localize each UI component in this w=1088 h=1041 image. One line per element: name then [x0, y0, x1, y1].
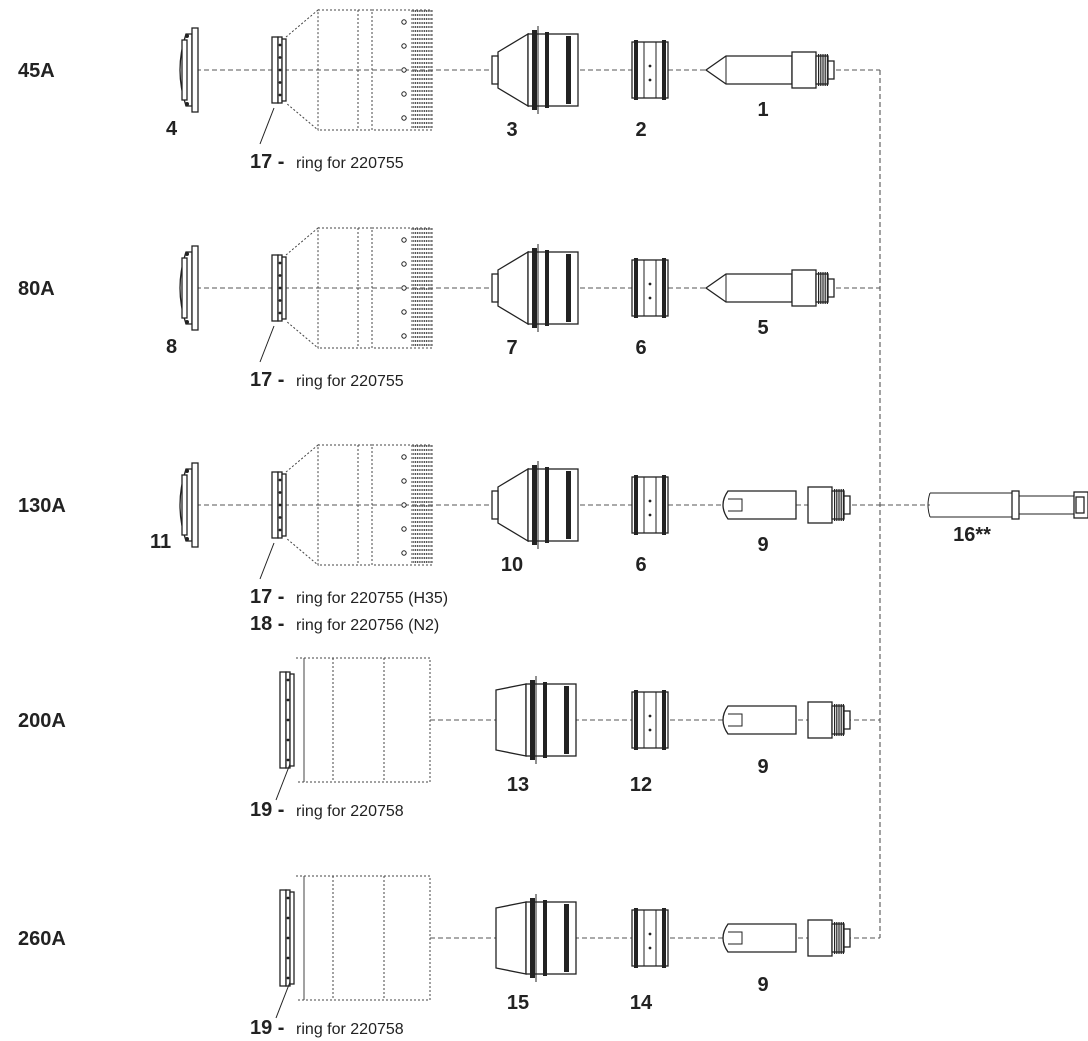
electrode-icon — [704, 269, 835, 307]
ring-number: 17 — [250, 369, 272, 391]
cap-icon — [179, 462, 199, 548]
current-label: 80A — [18, 278, 55, 300]
part-number-shield: 7 — [506, 337, 517, 359]
ring-leader-line — [275, 763, 291, 801]
retaining-cup-icon — [279, 875, 431, 1001]
ring-description: ring for 220755 — [296, 155, 404, 172]
ring-description: ring for 220758 — [296, 803, 404, 820]
part-number-swirl: 12 — [630, 774, 652, 796]
swirl-ring-icon — [631, 475, 669, 535]
cap-icon — [179, 27, 199, 113]
part-number-shield: 3 — [506, 119, 517, 141]
torch-row: 45A 4 3 2 1 17 - ring for 220755 — [18, 8, 880, 173]
torch-row: 200A 13 12 9 19 - ring for 220758 — [18, 657, 880, 821]
ring-number: 19 — [250, 1017, 272, 1039]
part-number-swirl: 6 — [635, 554, 646, 576]
part-number-electrode: 9 — [757, 756, 768, 778]
torch-row: 80A 8 7 6 5 17 - ring for 220755 — [18, 226, 880, 391]
swirl-ring-icon — [631, 690, 669, 750]
part-number-electrode: 1 — [757, 99, 768, 121]
shield-cap-icon — [491, 244, 579, 332]
part-number-shield: 13 — [507, 774, 529, 796]
ring-leader-line — [259, 325, 275, 363]
retaining-cup-icon — [271, 226, 433, 350]
ring-description: ring for 220758 — [296, 1021, 404, 1038]
torch-label: 16** — [953, 524, 991, 546]
part-number-cap: 11 — [150, 531, 171, 553]
ring-description: ring for 220755 (H35) — [296, 590, 448, 607]
shield-cap-icon — [491, 461, 579, 549]
part-number-shield: 10 — [501, 554, 523, 576]
torch-row: 260A 15 14 9 19 - ring for 220758 — [18, 875, 880, 1039]
shield-cap-icon — [491, 26, 579, 114]
ring-callout: 19 - ring for 220758 — [250, 1017, 404, 1039]
electrode-icon — [722, 919, 851, 957]
ring-separator: - — [272, 586, 290, 608]
ring-description: ring for 220755 — [296, 373, 404, 390]
part-number-swirl: 2 — [635, 119, 646, 141]
ring-leader-line — [259, 542, 275, 580]
swirl-ring-icon — [631, 258, 669, 318]
current-label: 200A — [18, 710, 66, 732]
shield-cap-icon — [495, 894, 577, 982]
ring-number: 17 — [250, 151, 272, 173]
part-number-swirl: 14 — [630, 992, 653, 1014]
current-label: 45A — [18, 60, 55, 82]
part-number-electrode: 9 — [757, 534, 768, 556]
ring-callout: 17 - ring for 220755 — [250, 151, 404, 173]
ring-number: 19 — [250, 799, 272, 821]
part-number-shield: 15 — [507, 992, 529, 1014]
ring-leader-line — [259, 107, 275, 145]
part-number-cap: 4 — [166, 118, 178, 140]
current-label: 260A — [18, 928, 66, 950]
retaining-cup-icon — [279, 657, 431, 783]
ring-number: 18 — [250, 613, 272, 635]
ring-callout: 19 - ring for 220758 — [250, 799, 404, 821]
ring-callout: 17 - ring for 220755 — [250, 369, 404, 391]
ring-callout: 18 - ring for 220756 (N2) — [250, 613, 439, 635]
shield-cap-icon — [495, 676, 577, 764]
electrode-icon — [704, 51, 835, 89]
ring-leader-line — [275, 981, 291, 1019]
torch-icon — [927, 490, 1088, 520]
ring-separator: - — [272, 613, 290, 635]
ring-separator: - — [272, 799, 290, 821]
ring-separator: - — [272, 151, 290, 173]
swirl-ring-icon — [631, 908, 669, 968]
ring-callout: 17 - ring for 220755 (H35) — [250, 586, 448, 608]
cap-icon — [179, 245, 199, 331]
swirl-ring-icon — [631, 40, 669, 100]
electrode-icon — [722, 486, 851, 524]
ring-number: 17 — [250, 586, 272, 608]
ring-separator: - — [272, 369, 290, 391]
connector-bus — [879, 70, 930, 938]
current-label: 130A — [18, 495, 66, 517]
torch-row: 130A 11 10 6 9 17 - ring for 220755 (H35) 18 -… — [18, 443, 880, 635]
ring-separator: - — [272, 1017, 290, 1039]
ring-description: ring for 220756 (N2) — [296, 617, 439, 634]
part-number-electrode: 9 — [757, 974, 768, 996]
part-number-electrode: 5 — [757, 317, 768, 339]
part-number-swirl: 6 — [635, 337, 646, 359]
part-number-cap: 8 — [166, 336, 177, 358]
retaining-cup-icon — [271, 8, 433, 132]
retaining-cup-icon — [271, 443, 433, 567]
electrode-icon — [722, 701, 851, 739]
